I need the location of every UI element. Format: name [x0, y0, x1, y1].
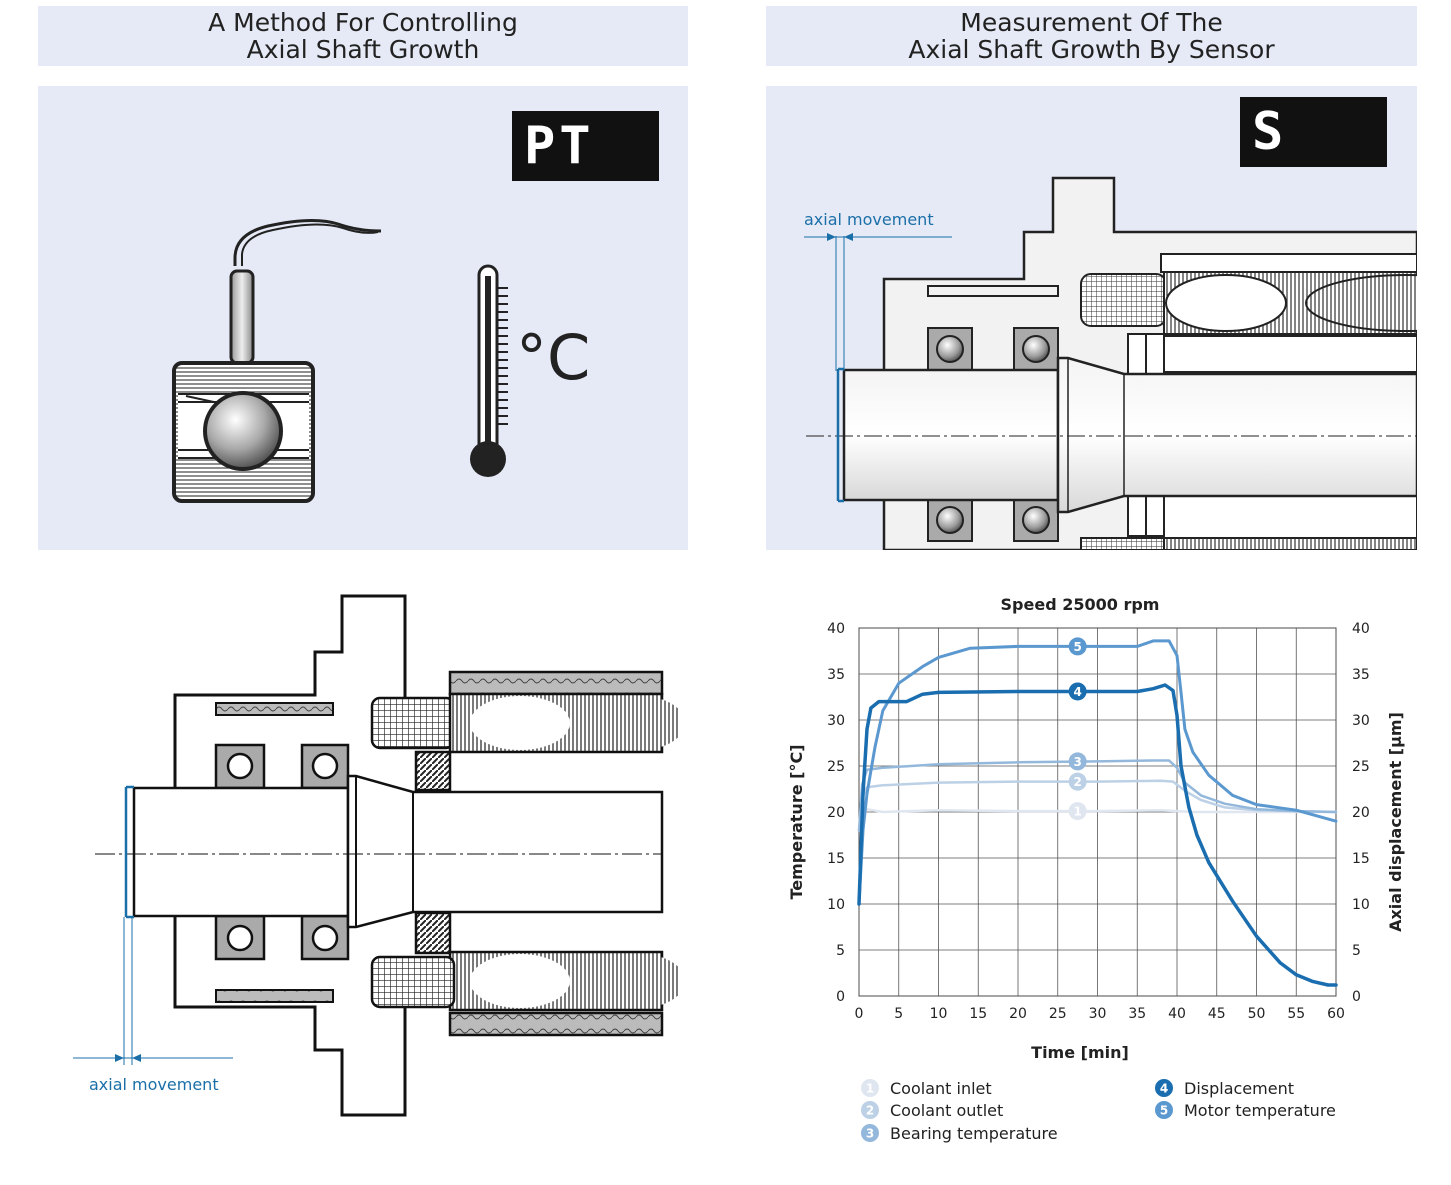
legend-label: Displacement [1184, 1079, 1294, 1098]
axial-movement-label-bottom: axial movement [89, 1075, 219, 1094]
svg-text:3: 3 [1073, 755, 1081, 769]
axial-movement-label-top: axial movement [804, 210, 934, 229]
bearing-bottom-right [300, 914, 350, 961]
header-right-line1: Measurement Of The [960, 8, 1223, 37]
shaft [842, 368, 1060, 502]
svg-text:1: 1 [866, 1082, 874, 1096]
legend-item-coolant-outlet: 2 Coolant outlet [861, 1101, 1003, 1120]
y-tick-label: 10 [827, 897, 845, 913]
x-tick-label: 55 [1287, 1006, 1305, 1022]
celsius-unit: °C [516, 321, 590, 394]
panel-pt-sensor: PT [38, 86, 688, 550]
svg-text:2: 2 [866, 1104, 874, 1118]
x-tick-label: 45 [1208, 1006, 1226, 1022]
chart-title: Speed 25000 rpm [1001, 595, 1160, 614]
sensor-probe [229, 269, 255, 365]
x-tick-label: 15 [969, 1006, 987, 1022]
x-tick-label: 10 [930, 1006, 948, 1022]
bearing-lower-right [1013, 498, 1059, 542]
bearing-top-left [214, 743, 266, 790]
bearing-upper-left [927, 327, 973, 371]
y-tick-label: 25 [827, 759, 845, 775]
spindle-top-drawing: axial movement [804, 176, 1417, 550]
x-tick-label: 50 [1248, 1006, 1266, 1022]
legend-label: Motor temperature [1184, 1101, 1336, 1120]
legend-label: Coolant inlet [890, 1079, 992, 1098]
shaft-bottom [132, 786, 350, 918]
svg-text:5: 5 [1073, 640, 1081, 654]
series-line-motor-temperature [857, 639, 1338, 906]
legend-item-coolant-inlet: 1 Coolant inlet [861, 1079, 992, 1098]
y-tick-label: 15 [827, 851, 845, 867]
y-tick-label: 0 [836, 989, 845, 1005]
y-tick-label: 20 [827, 805, 845, 821]
svg-text:4: 4 [1073, 685, 1081, 699]
header-left-line1: A Method For Controlling [208, 8, 518, 37]
series-marker-3: 3 [1068, 752, 1087, 771]
header-left-line2: Axial Shaft Growth [246, 35, 480, 64]
legend-item-bearing-temperature: 3 Bearing temperature [861, 1124, 1058, 1143]
y2-tick-label: 5 [1352, 943, 1361, 959]
series-marker-4: 4 [1068, 682, 1087, 701]
series-line-displacement [857, 683, 1338, 987]
spindle-bottom-drawing: axial movement [73, 594, 680, 1117]
series-line-coolant-inlet [857, 807, 1338, 832]
y-tick-label: 30 [827, 713, 845, 729]
y-tick-label: 35 [827, 667, 845, 683]
svg-text:4: 4 [1160, 1082, 1168, 1096]
legend-label: Bearing temperature [890, 1124, 1058, 1143]
y2-tick-label: 0 [1352, 989, 1361, 1005]
y2-tick-label: 35 [1352, 667, 1370, 683]
legend-item-motor-temperature: 5 Motor temperature [1155, 1101, 1336, 1120]
series-marker-1: 1 [1068, 802, 1087, 821]
s-code-box: S [1240, 97, 1387, 167]
svg-text:2: 2 [1073, 775, 1081, 789]
svg-text:3: 3 [866, 1127, 874, 1141]
header-right-line2: Axial Shaft Growth By Sensor [908, 35, 1275, 64]
y2-tick-label: 20 [1352, 805, 1370, 821]
x-tick-label: 30 [1089, 1006, 1107, 1022]
bearing-lower-left [927, 498, 973, 542]
svg-text:5: 5 [1160, 1104, 1168, 1118]
series-marker-2: 2 [1068, 772, 1087, 791]
bearing-top-right [300, 743, 350, 790]
x-tick-label: 35 [1128, 1006, 1146, 1022]
series-marker-5: 5 [1068, 637, 1087, 656]
legend-item-displacement: 4 Displacement [1155, 1079, 1294, 1098]
bearing-bottom-left [214, 914, 266, 961]
svg-text:1: 1 [1073, 805, 1081, 819]
x-tick-label: 5 [894, 1006, 903, 1022]
y2-tick-label: 10 [1352, 897, 1370, 913]
bearing-upper-right [1013, 327, 1059, 371]
x-tick-label: 0 [855, 1006, 864, 1022]
y2-tick-label: 40 [1352, 621, 1370, 637]
sensor-cable [233, 218, 382, 266]
series-line-bearing-temperature [857, 759, 1338, 832]
x-tick-label: 25 [1049, 1006, 1067, 1022]
pt-code-box: PT [512, 111, 659, 181]
x-axis-label: Time [min] [1031, 1043, 1129, 1062]
series-line-coolant-outlet [857, 779, 1338, 832]
legend-label: Coolant outlet [890, 1101, 1003, 1120]
pt-sensor-drawing: °C [172, 218, 590, 503]
y2-axis-label: Axial displacement [µm] [1386, 712, 1405, 932]
y-tick-label: 5 [836, 943, 845, 959]
y-axis-label: Temperature [°C] [787, 744, 806, 899]
header-right: Measurement Of The Axial Shaft Growth By… [766, 6, 1417, 66]
x-tick-label: 60 [1327, 1006, 1345, 1022]
y2-tick-label: 30 [1352, 713, 1370, 729]
x-tick-label: 20 [1009, 1006, 1027, 1022]
y2-tick-label: 25 [1352, 759, 1370, 775]
y2-tick-label: 15 [1352, 851, 1370, 867]
bearing-ball [203, 391, 283, 471]
header-left: A Method For Controlling Axial Shaft Gro… [38, 6, 688, 66]
y-tick-label: 40 [827, 621, 845, 637]
panel-sensor-measurement: S [766, 86, 1417, 550]
x-tick-label: 40 [1168, 1006, 1186, 1022]
